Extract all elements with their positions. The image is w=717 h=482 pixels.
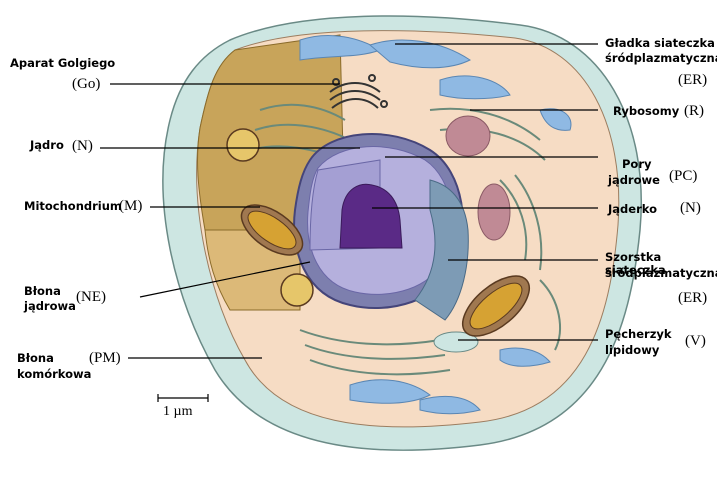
vacuole-right: [477, 183, 511, 241]
plasma-membrane-abbr: (PM): [89, 350, 121, 366]
scale-bar: [157, 394, 209, 402]
lipid-droplet-label-line1: Pęcherzyk: [605, 327, 672, 341]
leader-lines: [100, 43, 598, 359]
nuclear-pores-abbr: (PC): [669, 168, 698, 184]
nucleolus: [339, 183, 403, 249]
plasma-membrane-label-line2: komórkowa: [17, 367, 92, 381]
ribosomes-label: Rybosomy: [613, 104, 680, 118]
rough-er-label-line2: śródplazmatyczna: [605, 266, 717, 280]
mitochondrion-right: [462, 275, 530, 337]
nuclear-envelope-label-line1: Błona: [24, 284, 61, 298]
nucleolus-abbr: (N): [680, 200, 701, 216]
mitochondrion-left: [240, 204, 304, 256]
golgi-apparatus: [329, 74, 388, 109]
golgi-abbr: (Go): [72, 76, 101, 92]
nuclear-pores-label-line1: Pory: [622, 157, 652, 171]
mitochondrion-label: Mitochondrium: [24, 199, 122, 213]
mitochondrion-section-bottom: [280, 273, 314, 307]
smooth-er-blobs: [299, 34, 572, 415]
lipid-droplet: [433, 331, 479, 353]
mitochondrion-abbr: (M): [119, 198, 143, 214]
plasma-membrane-label-line1: Błona: [17, 351, 54, 365]
rough-er-abbr: (ER): [678, 290, 708, 306]
smooth-er-label-line2: śródplazmatyczna: [605, 51, 717, 65]
nucleus-label: Jądro: [30, 138, 64, 152]
rough-er-label-line1: Szorstka siateczka: [605, 250, 666, 277]
nuclear-pores-label-line2: jądrowe: [608, 173, 660, 187]
nuclear-envelope-abbr: (NE): [76, 289, 106, 305]
scale-bar-label: 1 µm: [163, 404, 193, 419]
mitochondrion-section-top: [226, 128, 260, 162]
smooth-er-abbr: (ER): [678, 72, 708, 88]
ribosomes-abbr: (R): [684, 103, 704, 119]
lipid-droplet-abbr: (V): [685, 333, 706, 349]
smooth-er-label-line1: Gładka siateczka: [605, 36, 715, 50]
golgi-label: Aparat Golgiego: [10, 56, 116, 70]
lipid-droplet-label-line2: lipidowy: [605, 343, 660, 357]
rough-er-block: [414, 179, 469, 321]
vacuole-top: [445, 115, 491, 157]
nucleus-abbr: (N): [72, 138, 93, 154]
nuclear-envelope-label-line2: jądrowa: [24, 299, 76, 313]
nucleolus-label: Jąderko: [608, 202, 657, 216]
